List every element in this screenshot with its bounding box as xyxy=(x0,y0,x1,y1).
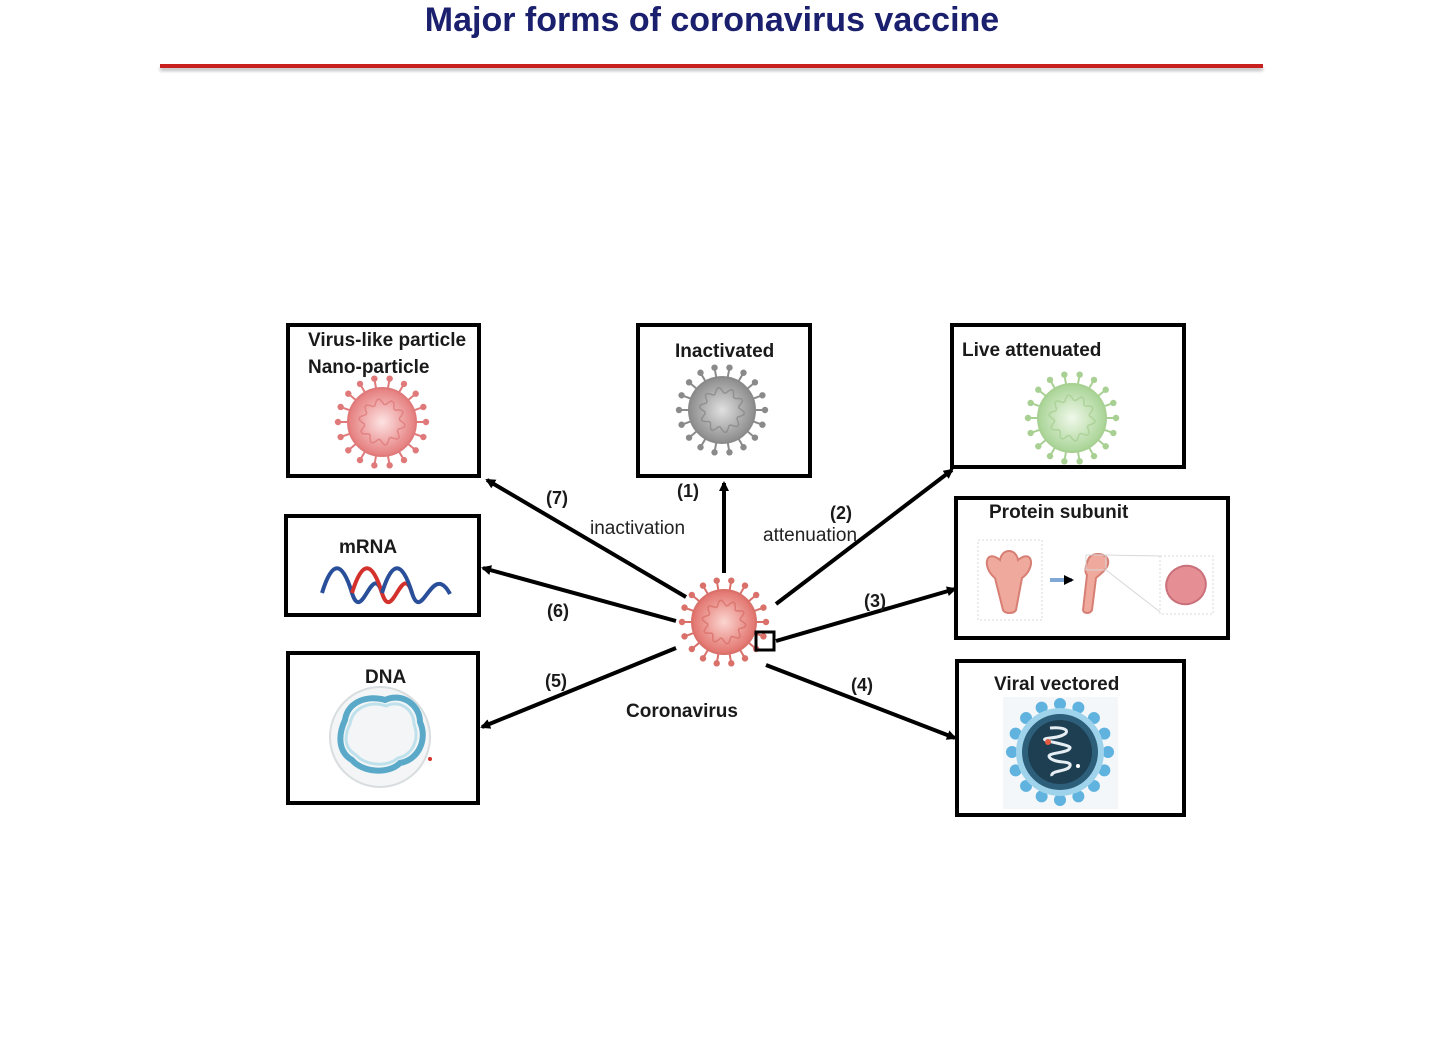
virus-icon xyxy=(334,375,430,469)
vlp-label-1: Virus-like particle xyxy=(308,330,466,351)
viral-vector-icon xyxy=(1003,697,1118,809)
inactivated-label: Inactivated xyxy=(675,341,774,362)
mrna-strand-icon xyxy=(320,566,452,604)
live-attenuated-label: Live attenuated xyxy=(962,340,1101,361)
dna-label: DNA xyxy=(365,667,406,688)
arrow-6-label: (6) xyxy=(547,601,569,621)
arrow-3-label: (3) xyxy=(864,591,886,611)
page-title: Major forms of coronavirus vaccine xyxy=(424,1,1000,39)
inactivation-note: inactivation xyxy=(590,518,685,539)
arrow-5 xyxy=(480,646,677,729)
arrow-6 xyxy=(481,565,677,623)
arrow-4-label: (4) xyxy=(851,675,873,695)
spike-protein-icon xyxy=(977,539,1214,621)
arrow-7 xyxy=(485,478,688,599)
arrow-3 xyxy=(775,586,957,643)
title-underline xyxy=(160,64,1263,68)
arrow-7-label: (7) xyxy=(546,488,568,508)
box-mrna xyxy=(284,514,481,617)
viral-vectored-label: Viral vectored xyxy=(994,674,1119,695)
arrow-1-label: (1) xyxy=(677,481,699,501)
dna-plasmid-icon xyxy=(329,686,432,788)
spike-highlight-square xyxy=(754,630,776,652)
virus-icon xyxy=(675,364,769,456)
protein-subunit-label: Protein subunit xyxy=(989,502,1129,523)
arrow-5-label: (5) xyxy=(545,671,567,691)
virus-icon xyxy=(1024,371,1120,465)
arrows xyxy=(480,468,957,740)
arrow-2 xyxy=(774,468,954,606)
arrow-4 xyxy=(765,663,957,740)
attenuation-note: attenuation xyxy=(763,525,857,546)
mrna-label: mRNA xyxy=(339,537,397,558)
arrow-2-label: (2) xyxy=(830,503,852,523)
vlp-label-2: Nano-particle xyxy=(308,357,429,378)
coronavirus-label: Coronavirus xyxy=(626,701,738,722)
virus-icon xyxy=(678,577,770,667)
